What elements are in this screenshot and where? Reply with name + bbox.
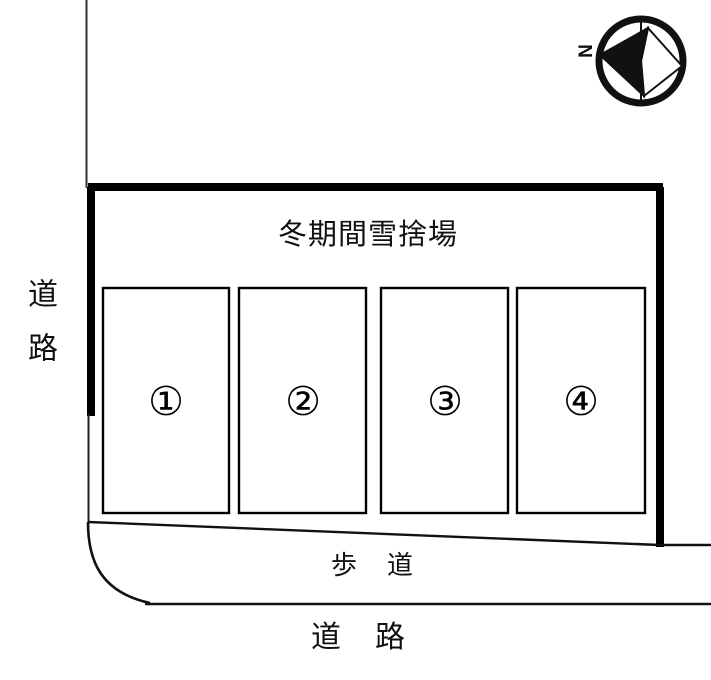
compass-north-label: N bbox=[575, 44, 597, 58]
parking-stall-2-outline[interactable] bbox=[237, 286, 368, 515]
parking-stall-3-number: ③ bbox=[427, 379, 463, 425]
parking-stall-outlines bbox=[101, 286, 647, 515]
snow-dump-area-label: 冬期間雪捨場 bbox=[278, 217, 459, 251]
road-label-bottom: 道 路 bbox=[311, 620, 407, 655]
parking-stall-4-outline[interactable] bbox=[515, 286, 647, 515]
parking-stall-1-outline[interactable] bbox=[101, 286, 231, 515]
parking-stall-4-number: ④ bbox=[563, 379, 599, 425]
parking-stall-1-number: ① bbox=[148, 379, 184, 425]
sidewalk-upper-edge bbox=[87, 520, 711, 547]
compass-star-left-half bbox=[598, 26, 650, 99]
road-label-left: 道路 bbox=[22, 278, 57, 386]
sidewalk-left-curve bbox=[86, 521, 151, 605]
compass-rose bbox=[595, 15, 687, 107]
parking-stall-3-outline[interactable] bbox=[379, 286, 510, 515]
sidewalk-label: 歩 道 bbox=[331, 551, 416, 581]
parking-stall-2-number: ② bbox=[285, 379, 321, 425]
